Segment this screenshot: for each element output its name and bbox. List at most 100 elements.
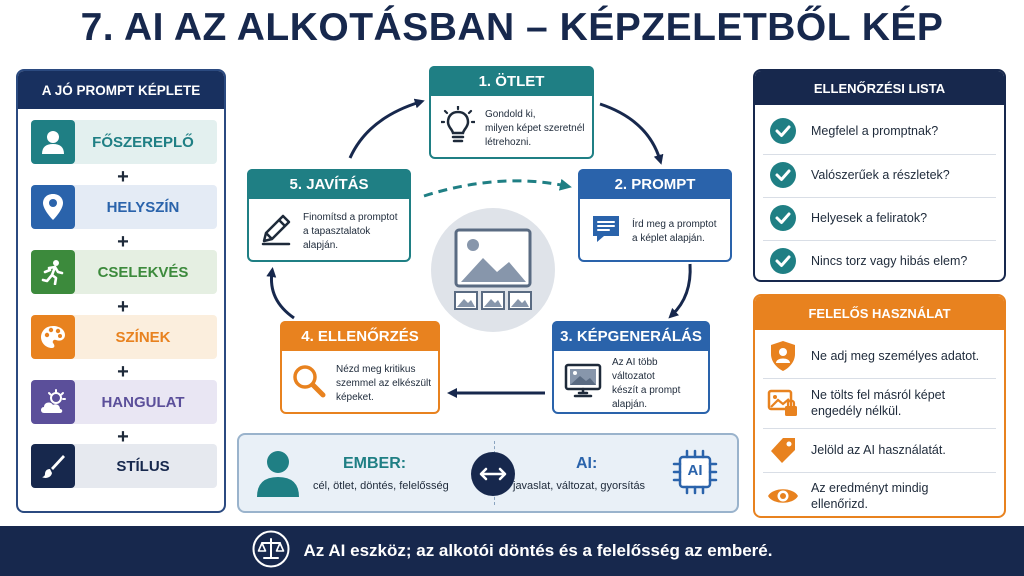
prompt-formula-header: A JÓ PROMPT KÉPLETE (18, 71, 224, 109)
checklist-header: ELLENŐRZÉSI LISTA (755, 71, 1004, 105)
lightbulb-icon (439, 104, 477, 151)
row-divider (763, 197, 996, 198)
plus-sign: + (117, 166, 129, 188)
step-text-line: Nézd meg kritikus (336, 363, 416, 375)
person-icon (255, 449, 301, 502)
responsible-text-line: Jelöld az AI használatát. (811, 443, 946, 457)
step-text-line: alapján. (612, 398, 648, 410)
formula-item-label: SZÍNEK (115, 328, 171, 346)
step-text-line: Írd meg a promptot (632, 218, 717, 230)
center-image-circle (431, 208, 555, 332)
step-text-line: a tapasztalatok (303, 225, 371, 237)
step-text-line: készít a prompt (612, 384, 681, 396)
prompt-formula-panel: A JÓ PROMPT KÉPLETE FŐSZEREPLŐ + HELYSZÍ… (16, 69, 226, 513)
plus-sign: + (117, 231, 129, 253)
checklist-panel: ELLENŐRZÉSI LISTA Megfelel a promptnak? … (753, 69, 1006, 282)
step-text-line: milyen képet szeretnél (485, 122, 585, 134)
step-title: 3. KÉPGENERÁLÁS (552, 321, 710, 351)
human-title: EMBER: (343, 455, 407, 472)
row-divider (763, 154, 996, 155)
image-lock-icon (755, 387, 811, 419)
shield-person-icon (755, 340, 811, 372)
step-text-line: Finomítsd a promptot (303, 211, 398, 223)
arrow-step5-to-step2-dashed (423, 178, 572, 198)
step-4-review: 4. ELLENŐRZÉS Nézd meg kritikus szemmel … (280, 321, 440, 414)
checklist-text: Valószerűek a részletek? (811, 168, 950, 182)
human-ai-comparison: EMBER: cél, ötlet, döntés, felelősség AI… (237, 433, 739, 513)
responsible-text-line: ellenőrizd. (811, 497, 868, 511)
checklist-text: Nincs torz vagy hibás elem? (811, 254, 968, 268)
responsible-item: Az eredményt mindig ellenőrizd. (755, 474, 1004, 516)
responsible-item: Jelöld az AI használatát. (755, 430, 1004, 470)
magnifier-icon (292, 364, 326, 403)
row-divider (763, 240, 996, 241)
location-pin-icon (31, 185, 75, 229)
weather-icon (31, 380, 75, 424)
formula-item-label: STÍLUS (116, 457, 170, 475)
person-icon (31, 120, 75, 164)
step-text-line: a képlet alapján. (632, 232, 705, 244)
formula-item-mood: HANGULAT (31, 380, 217, 424)
step-text-line: képeket. (336, 391, 374, 403)
check-circle-icon (755, 247, 811, 275)
footer-text: Az AI eszköz; az alkotói döntés és a fel… (303, 541, 773, 560)
step-text-line: alapján. (303, 239, 339, 251)
checklist-item: Helyesek a feliratok? (755, 200, 1004, 236)
step-1-idea: 1. ÖTLET Gondold ki, milyen képet szeret… (429, 66, 594, 159)
ai-title: AI: (576, 455, 598, 472)
row-divider (763, 378, 996, 379)
arrow-step4-to-step5 (266, 267, 295, 320)
scales-icon (252, 530, 290, 573)
tag-icon (755, 435, 811, 465)
step-text-line: szemmel az elkészült (336, 377, 432, 389)
checklist-text: Megfelel a promptnak? (811, 124, 939, 138)
check-circle-icon (755, 161, 811, 189)
step-text-line: létrehozni. (485, 136, 532, 148)
check-circle-icon (755, 204, 811, 232)
running-person-icon (31, 250, 75, 294)
step-text-line: Az AI több változatot (612, 356, 658, 382)
plus-sign: + (117, 426, 129, 448)
formula-item-label: HANGULAT (101, 393, 185, 411)
step-title: 4. ELLENŐRZÉS (280, 321, 440, 351)
formula-item-style: STÍLUS (31, 444, 217, 488)
plus-sign: + (117, 361, 129, 383)
responsible-text: Jelöld az AI használatát. (811, 442, 946, 458)
step-text-line: Gondold ki, (485, 108, 536, 120)
check-circle-icon (755, 117, 811, 145)
eye-icon (755, 485, 811, 507)
checklist-text: Helyesek a feliratok? (811, 211, 928, 225)
checklist-item: Nincs torz vagy hibás elem? (755, 243, 1004, 279)
arrow-step1-to-step2 (599, 102, 664, 165)
step-5-refine: 5. JAVÍTÁS Finomítsd a promptot a tapasz… (247, 169, 411, 262)
formula-item-label: HELYSZÍN (106, 198, 180, 216)
ai-roles: javaslat, változat, gyorsítás (513, 480, 646, 492)
step-2-prompt: 2. PROMPT Írd meg a promptot a képlet al… (578, 169, 732, 262)
step-3-image-generation: 3. KÉPGENERÁLÁS Az AI több változatot ké… (552, 321, 710, 414)
human-roles: cél, ötlet, döntés, felelősség (313, 480, 449, 492)
checklist-item: Megfelel a promptnak? (755, 113, 1004, 149)
responsible-use-header: FELELŐS HASZNÁLAT (755, 296, 1004, 330)
checklist-item: Valószerűek a részletek? (755, 157, 1004, 193)
formula-item-location: HELYSZÍN (31, 185, 217, 229)
responsible-text-line: Ne adj meg személyes adatot. (811, 349, 980, 363)
formula-item-label: CSELEKVÉS (97, 263, 189, 281)
responsible-text-line: Az eredményt mindig (811, 481, 929, 495)
step-title: 1. ÖTLET (429, 66, 594, 96)
monitor-image-icon (564, 363, 602, 404)
responsible-text: Az eredményt mindig ellenőrizd. (811, 480, 928, 512)
pencil-icon (259, 212, 293, 251)
responsible-use-panel: FELELŐS HASZNÁLAT Ne adj meg személyes a… (753, 294, 1006, 518)
row-divider (763, 428, 996, 429)
chat-document-icon (590, 213, 622, 250)
formula-item-label: FŐSZEREPLŐ (92, 133, 194, 151)
responsible-text-line: Ne tölts fel másról képet (811, 388, 946, 402)
image-gallery-icon (454, 228, 532, 310)
responsible-text: Ne adj meg személyes adatot. (811, 348, 979, 364)
ai-chip-label: AI (687, 462, 703, 479)
plus-sign: + (117, 296, 129, 318)
brush-icon (31, 444, 75, 488)
responsible-item: Ne adj meg személyes adatot. (755, 336, 1004, 376)
